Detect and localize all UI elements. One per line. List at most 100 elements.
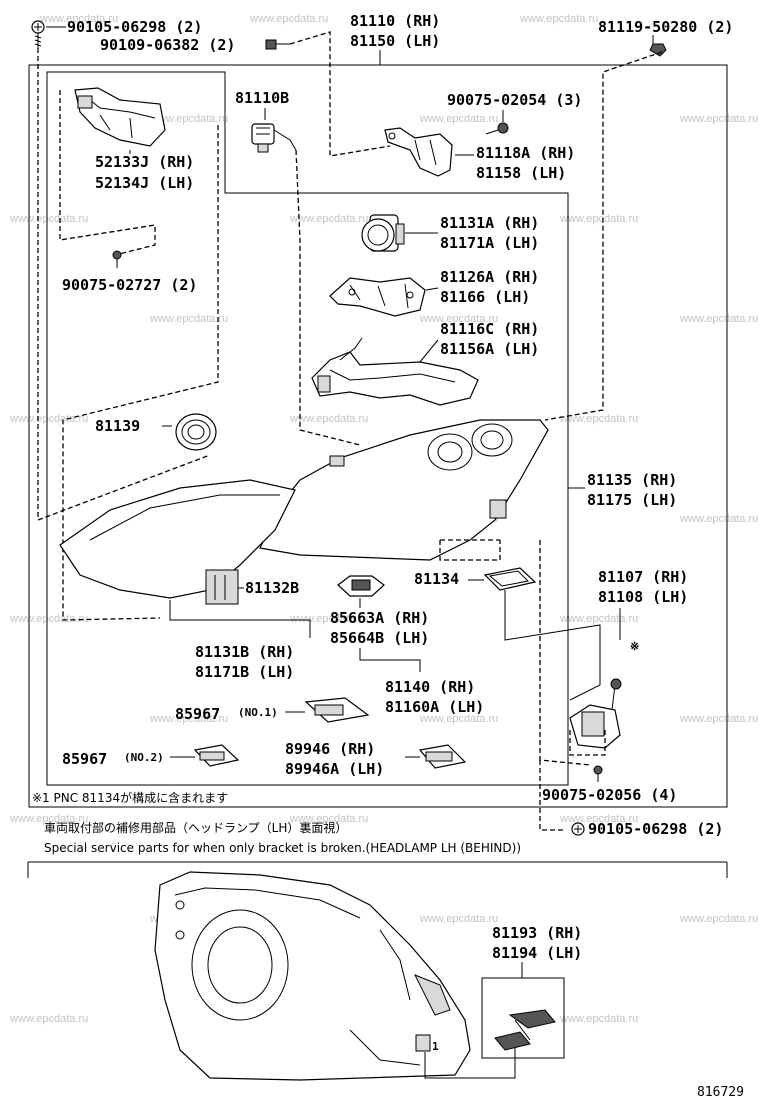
bolt-90105-top-icon[interactable] [31, 20, 45, 48]
label-81134[interactable]: 81134 [414, 570, 459, 588]
label-81126a-rh[interactable]: 81126A (RH) [440, 268, 539, 286]
label-81160a-lh[interactable]: 81160A (LH) [385, 698, 484, 716]
label-85664b-lh[interactable]: 85664B (LH) [330, 629, 429, 647]
screw-90075-02727-icon[interactable] [112, 250, 122, 268]
label-89946-rh[interactable]: 89946 (RH) [285, 740, 375, 758]
label-81156a-lh[interactable]: 81156A (LH) [440, 340, 539, 358]
label-81166-lh[interactable]: 81166 (LH) [440, 288, 530, 306]
watermark: www.epcdata.ru [559, 1013, 638, 1025]
label-81119-50280[interactable]: 81119-50280 (2) [598, 18, 733, 36]
label-81118a-rh[interactable]: 81118A (RH) [476, 144, 575, 162]
clip-90109-icon[interactable] [265, 39, 290, 50]
watermark: www.epcdata.ru [559, 413, 638, 425]
bulb-81110b-icon[interactable] [251, 123, 297, 153]
guide-line [295, 149, 361, 446]
watermark: www.epcdata.ru [39, 13, 118, 25]
label-52133j-rh[interactable]: 52133J (RH) [95, 153, 194, 171]
watermark: www.epcdata.ru [559, 213, 638, 225]
watermark: www.epcdata.ru [289, 613, 368, 625]
label-81135-rh[interactable]: 81135 (RH) [587, 471, 677, 489]
leader-line [359, 648, 421, 672]
watermark: www.epcdata.ru [679, 713, 758, 725]
watermark: www.epcdata.ru [679, 513, 758, 525]
label-90109-06382[interactable]: 90109-06382 (2) [100, 36, 235, 54]
watermark: www.epcdata.ru [419, 713, 498, 725]
clip-81119-icon[interactable] [649, 43, 667, 57]
socket-85663a-icon[interactable] [337, 575, 385, 597]
bracket-81193-box [481, 977, 565, 1059]
computer-85967-no1-icon[interactable] [304, 697, 370, 723]
leader-line [419, 339, 439, 363]
leader-line [169, 600, 311, 638]
bolt-90105-bottom-icon[interactable] [571, 822, 585, 836]
projector-81131a-icon[interactable] [361, 214, 405, 252]
watermark: www.epcdata.ru [149, 313, 228, 325]
label-90075-02727[interactable]: 90075-02727 (2) [62, 276, 197, 294]
screw-90075-02054-icon[interactable] [485, 122, 509, 135]
label-89946a-lh[interactable]: 89946A (LH) [285, 760, 384, 778]
label-81131b-rh[interactable]: 81131B (RH) [195, 643, 294, 661]
label-52134j-lh[interactable]: 52134J (LH) [95, 174, 194, 192]
label-85663a-rh[interactable]: 85663A (RH) [330, 609, 429, 627]
watermark: www.epcdata.ru [679, 113, 758, 125]
watermark: www.epcdata.ru [419, 913, 498, 925]
guide-line [62, 125, 219, 621]
computer-89946-icon[interactable] [418, 744, 467, 769]
watermark: www.epcdata.ru [9, 813, 88, 825]
label-81108-lh[interactable]: 81108 (LH) [598, 588, 688, 606]
inner-housing-frame [46, 71, 569, 786]
label-90075-02056[interactable]: 90075-02056 (4) [542, 786, 677, 804]
cap-81139-icon[interactable] [175, 413, 217, 451]
label-81150-lh[interactable]: 81150 (LH) [350, 32, 440, 50]
label-81131a-rh[interactable]: 81131A (RH) [440, 214, 539, 232]
label-85967-no2-note: (NO.2) [124, 751, 164, 764]
footnote-text: ※1 PNC 81134が構成に含まれます [32, 790, 228, 805]
label-81171b-lh[interactable]: 81171B (LH) [195, 663, 294, 681]
label-85967-no1[interactable]: 85967 [175, 705, 220, 723]
actuator-81126a-icon[interactable] [329, 277, 426, 317]
headlamp-rear-view-icon[interactable] [154, 871, 471, 1081]
watermark: www.epcdata.ru [519, 13, 598, 25]
computer-85967-no2-icon[interactable] [193, 744, 240, 767]
housing-81135-icon[interactable] [259, 419, 549, 561]
label-81116c-rh[interactable]: 81116C (RH) [440, 320, 539, 338]
screw-90075-02056-icon[interactable] [593, 765, 603, 782]
leader-line [504, 590, 601, 701]
guide-line [59, 90, 156, 256]
label-90105-06298-bottom[interactable]: 90105-06298 (2) [588, 820, 723, 838]
label-81110b[interactable]: 81110B [235, 89, 289, 107]
label-81194-lh[interactable]: 81194 (LH) [492, 944, 582, 962]
label-85967-no2[interactable]: 85967 [62, 750, 107, 768]
main-assembly-frame [28, 64, 728, 808]
label-90105-06298-top[interactable]: 90105-06298 (2) [67, 18, 202, 36]
label-81140-rh[interactable]: 81140 (RH) [385, 678, 475, 696]
gasket-81134-icon[interactable] [483, 567, 537, 591]
label-81193-rh[interactable]: 81193 (RH) [492, 924, 582, 942]
ballast-81107-icon[interactable] [569, 678, 622, 749]
watermark: www.epcdata.ru [9, 413, 88, 425]
label-81175-lh[interactable]: 81175 (LH) [587, 491, 677, 509]
label-90075-02054[interactable]: 90075-02054 (3) [447, 91, 582, 109]
label-81171a-lh[interactable]: 81171A (LH) [440, 234, 539, 252]
service-note-jp: 車両取付部の補修用部品（ヘッドランプ（LH）裏面視） [44, 820, 347, 835]
bracket-81193-icon[interactable] [494, 1009, 556, 1051]
watermark: www.epcdata.ru [679, 313, 758, 325]
leader-line [424, 1040, 516, 1079]
watermark: www.epcdata.ru [9, 613, 88, 625]
watermark: www.epcdata.ru [679, 913, 758, 925]
lens-81131b-icon[interactable] [59, 479, 296, 605]
watermark: www.epcdata.ru [559, 613, 638, 625]
frame-81116c-icon[interactable] [311, 337, 479, 406]
watermark: www.epcdata.ru [9, 213, 88, 225]
watermark: www.epcdata.ru [149, 713, 228, 725]
label-81110-rh[interactable]: 81110 (RH) [350, 12, 440, 30]
label-81107-rh[interactable]: 81107 (RH) [598, 568, 688, 586]
guide-line [569, 730, 606, 756]
bracket-81118a-icon[interactable] [384, 127, 453, 177]
watermark: www.epcdata.ru [149, 113, 228, 125]
label-81132b[interactable]: 81132B [245, 579, 299, 597]
bracket-52133j-icon[interactable] [74, 87, 166, 147]
label-81158-lh[interactable]: 81158 (LH) [476, 164, 566, 182]
label-81139[interactable]: 81139 [95, 417, 140, 435]
